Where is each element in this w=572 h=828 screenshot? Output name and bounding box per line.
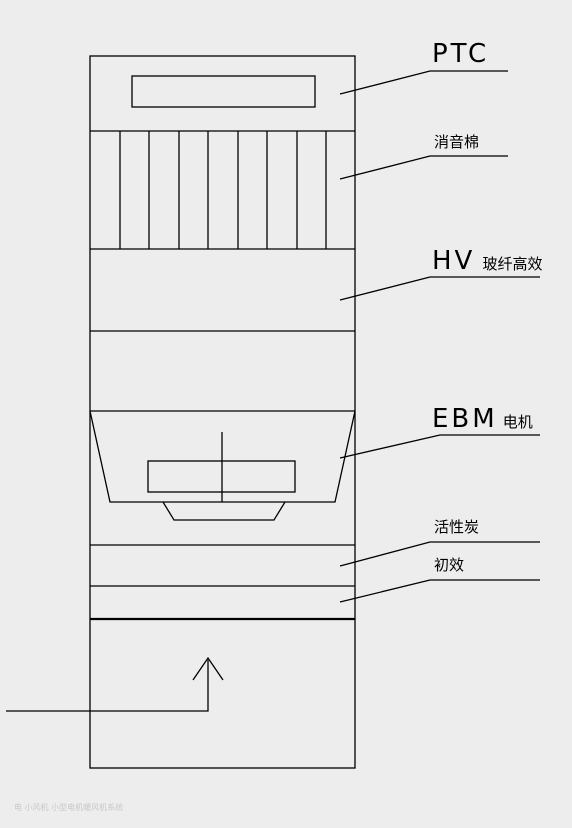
motor-base	[162, 501, 286, 521]
leader-sound-cotton	[339, 155, 508, 180]
sound-cotton-slats	[119, 131, 327, 249]
cabinet-outline	[89, 55, 356, 769]
ptc-heater-element	[131, 75, 316, 108]
leader-ptc	[339, 70, 508, 95]
leader-activated-carbon	[339, 541, 540, 567]
leader-ebm-motor	[339, 434, 540, 459]
watermark: 电 小风机 小型电机暖风机系统	[14, 803, 124, 812]
label-primary-filter: 初效	[434, 556, 464, 574]
label-ebm-prefix: EBM	[432, 404, 498, 434]
label-hv-filter: HV 玻纤高效	[432, 246, 542, 276]
leader-hv-filter	[339, 276, 540, 301]
label-ptc: PTC	[432, 39, 489, 69]
label-ebm-motor: EBM 电机	[432, 404, 533, 434]
air-inlet-arrow-line	[6, 660, 209, 712]
label-ebm-suffix: 电机	[503, 413, 533, 431]
label-hv-suffix: 玻纤高效	[482, 255, 542, 273]
label-hv-prefix: HV	[432, 246, 475, 276]
air-inlet-arrowhead	[192, 656, 224, 681]
label-activated-carbon: 活性炭	[434, 518, 479, 536]
label-sound-cotton: 消音棉	[434, 133, 479, 151]
leader-primary-filter	[339, 579, 540, 603]
